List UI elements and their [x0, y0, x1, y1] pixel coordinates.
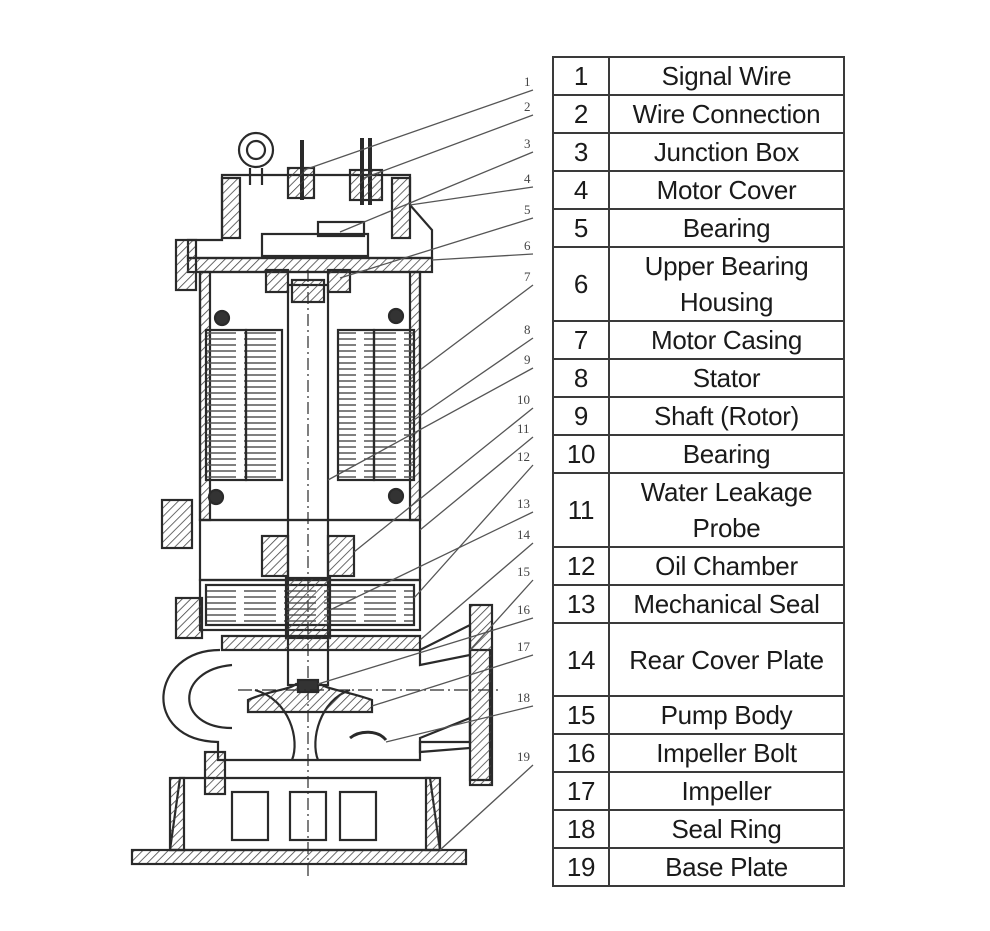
part-name-cell: Wire Connection: [608, 94, 845, 134]
part-name-cell: Impeller: [608, 771, 845, 811]
part-number-cell: 15: [552, 695, 610, 735]
part-number-cell: 16: [552, 733, 610, 773]
part-name-cell: Bearing: [608, 208, 845, 248]
part-name-cell: Oil Chamber: [608, 546, 845, 586]
part-number-cell: 18: [552, 809, 610, 849]
part-number-cell: 7: [552, 320, 610, 360]
junction-box-shape: [260, 232, 370, 258]
pump-cross-section-drawing: 1 2 3 4 5 6 7 8 9 10 11 12 13 14 15 16 1…: [130, 74, 534, 880]
part-number-cell: 6: [552, 246, 610, 322]
part-number-cell: 9: [552, 396, 610, 436]
callout-18: 18: [517, 690, 530, 705]
mechanical-seal-shape: [284, 576, 332, 640]
part-name-cell: Signal Wire: [608, 56, 845, 96]
terminal-block-shape: [316, 220, 366, 238]
lifting-eye: [237, 131, 275, 185]
callout-leaders: [303, 89, 534, 851]
callout-17: 17: [517, 639, 531, 654]
part-number-cell: 10: [552, 434, 610, 474]
part-name-cell: Rear Cover Plate: [608, 622, 845, 697]
shaft-shape: [286, 270, 330, 880]
part-name-cell: Motor Casing: [608, 320, 845, 360]
callout-19: 19: [517, 749, 530, 764]
part-number-cell: 4: [552, 170, 610, 210]
callout-numbers: 1 2 3 4 5 6 7 8 9 10 11 12 13 14 15 16 1…: [517, 74, 531, 764]
lower-bearing-right-shape: [326, 534, 356, 578]
base-plate-shape: [130, 750, 468, 866]
part-number-cell: 1: [552, 56, 610, 96]
part-name-cell: Mechanical Seal: [608, 584, 845, 624]
upper-bearing-shape: [264, 268, 290, 294]
callout-11: 11: [517, 421, 530, 436]
callout-15: 15: [517, 564, 530, 579]
callout-5: 5: [524, 202, 531, 217]
callout-7: 7: [524, 269, 531, 284]
part-number-cell: 12: [552, 546, 610, 586]
part-name-cell: Seal Ring: [608, 809, 845, 849]
part-name-cell: Water Leakage Probe: [608, 472, 845, 548]
part-name-cell: Stator: [608, 358, 845, 398]
part-name-cell: Base Plate: [608, 847, 845, 887]
part-name-cell: Junction Box: [608, 132, 845, 172]
part-number-cell: 19: [552, 847, 610, 887]
part-number-cell: 13: [552, 584, 610, 624]
callout-8: 8: [524, 322, 531, 337]
part-name-cell: Motor Cover: [608, 170, 845, 210]
callout-6: 6: [524, 238, 531, 253]
callout-1: 1: [524, 74, 531, 89]
callout-13: 13: [517, 496, 530, 511]
part-number-cell: 14: [552, 622, 610, 697]
part-name-cell: Impeller Bolt: [608, 733, 845, 773]
callout-2: 2: [524, 99, 531, 114]
callout-3: 3: [524, 136, 531, 151]
part-number-cell: 5: [552, 208, 610, 248]
callout-9: 9: [524, 352, 531, 367]
part-name-cell: Upper Bearing Housing: [608, 246, 845, 322]
part-number-cell: 8: [552, 358, 610, 398]
part-name-cell: Shaft (Rotor): [608, 396, 845, 436]
upper-bearing-right-shape: [326, 268, 352, 294]
part-number-cell: 3: [552, 132, 610, 172]
callout-12: 12: [517, 449, 530, 464]
part-name-cell: Pump Body: [608, 695, 845, 735]
callout-4: 4: [524, 171, 531, 186]
lower-bearing-shape: [260, 534, 290, 578]
callout-10: 10: [517, 392, 530, 407]
cable-glands: [286, 138, 384, 205]
callout-14: 14: [517, 527, 531, 542]
part-number-cell: 17: [552, 771, 610, 811]
stator-shape: [204, 307, 416, 506]
part-name-cell: Bearing: [608, 434, 845, 474]
pump-body-shape: [162, 603, 494, 787]
rear-cover-plate-shape: [220, 634, 422, 652]
callout-16: 16: [517, 602, 531, 617]
part-number-cell: 2: [552, 94, 610, 134]
part-number-cell: 11: [552, 472, 610, 548]
